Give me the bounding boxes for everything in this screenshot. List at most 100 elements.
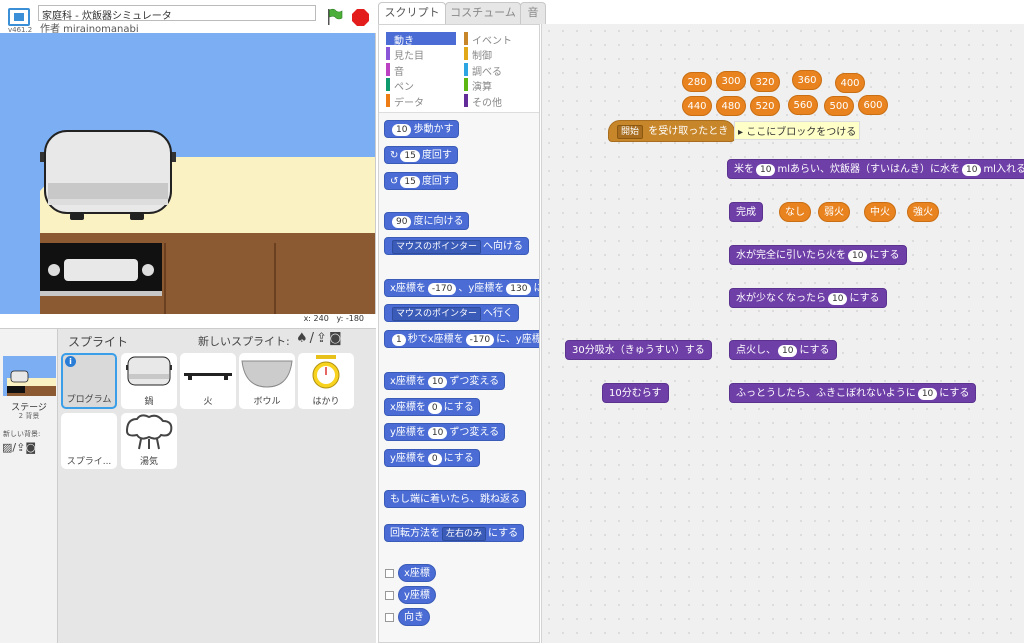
sprite-tile-program[interactable]: i プログラム [61,353,117,409]
bounce-block[interactable]: もし端に着いたら、跳ね返る [384,490,526,508]
number-reporter[interactable]: 360 [792,70,822,90]
fullscreen-icon[interactable] [8,8,30,26]
category-sensing[interactable]: 調べる [464,63,534,78]
sprite-label: プログラム [66,395,112,405]
upload-icon[interactable]: ⇪ [16,441,26,454]
number-reporter[interactable]: 300 [716,71,746,91]
upload-icon[interactable]: ⇪ [316,331,329,346]
sprite-tile-scale[interactable]: はかり [298,353,354,409]
category-events[interactable]: イベント [464,32,534,47]
category-looks[interactable]: 見た目 [386,47,456,62]
info-icon[interactable]: i [65,356,76,367]
bowl-thumbnail [241,360,293,388]
heat-medium-reporter[interactable]: 中火 [864,202,896,222]
sprites-header: スプライト [68,335,129,349]
paint-brush-icon[interactable]: / [309,331,317,346]
sprite-label: はかり [312,397,340,407]
version-label: v461.2 [8,26,33,34]
y-position-checkbox[interactable] [385,591,394,600]
goto-xy-block[interactable]: x座標を-170、y座標を130にす [384,279,539,297]
sprite-tile-pot[interactable]: 鍋 [121,353,177,409]
category-sound[interactable]: 音 [386,63,456,78]
sprite-tile-blank[interactable]: スプライ... [61,413,117,469]
number-reporter[interactable]: 500 [824,96,854,116]
direction-checkbox[interactable] [385,613,394,622]
steam-thumbnail [125,414,173,450]
stage-topbar: v461.2 家庭科 - 炊飯器シミュレータ 作者 mirainomanabi [0,0,376,35]
number-reporter[interactable]: 400 [835,73,865,93]
point-towards-block[interactable]: マウスのポインターへ向ける [384,237,530,255]
category-motion[interactable]: 動き [386,32,456,47]
direction-reporter[interactable]: 向き [398,608,430,626]
steam-block[interactable]: 10分むらす [602,383,669,403]
heat-high-reporter[interactable]: 強火 [907,202,939,222]
rotation-style-block[interactable]: 回転方法を左右のみにする [384,524,525,542]
heat-none-reporter[interactable]: なし [779,202,811,222]
category-data[interactable]: データ [386,94,456,109]
y-position-reporter[interactable]: y座標 [398,586,436,604]
number-reporter[interactable]: 480 [716,96,746,116]
stage-scene [0,33,375,314]
sprite-label: ボウル [253,397,281,407]
category-operators[interactable]: 演算 [464,78,534,93]
mouse-coords: x: 240 y: -180 [0,314,376,326]
tab-scripts[interactable]: スクリプト [378,2,446,24]
burner-thumbnail [184,373,232,380]
heat-low-reporter[interactable]: 弱火 [818,202,850,222]
paint-brush-icon[interactable]: / [12,441,17,454]
tab-costumes[interactable]: コスチューム [445,2,521,24]
author-label: 作者 mirainomanabi [40,24,139,35]
stage-thumbnail[interactable] [3,356,56,396]
project-title-input[interactable]: 家庭科 - 炊飯器シミュレータ [38,5,316,22]
image-icon[interactable]: ▨ [2,441,13,454]
coord-y: y: -180 [336,314,364,323]
green-flag-icon[interactable] [327,8,343,26]
script-area[interactable]: 280 300 320 360 400 440 480 520 560 500 … [541,24,1024,643]
category-control[interactable]: 制御 [464,47,534,62]
number-reporter[interactable]: 320 [750,72,780,92]
sprite-tile-steam[interactable]: 湯気 [121,413,177,469]
stop-icon[interactable] [352,9,369,26]
sprite-library-icon[interactable]: ♠ [296,331,310,346]
new-sprite-label: 新しいスプライト: [198,335,290,348]
camera-icon[interactable]: ◙ [25,441,37,454]
category-more[interactable]: その他 [464,94,534,109]
new-sprite-tools: ♠/⇪◙ [296,331,344,346]
x-position-checkbox[interactable] [385,569,394,578]
x-position-reporter[interactable]: x座標 [398,564,436,582]
number-reporter[interactable]: 560 [788,95,818,115]
number-reporter[interactable]: 600 [858,95,888,115]
when-receive-hat-block[interactable]: 開始 を受け取ったとき [608,120,736,142]
tab-sounds[interactable]: 音 [520,2,546,24]
number-reporter[interactable]: 280 [682,72,712,92]
goto-block[interactable]: マウスのポインターへ行く [384,304,520,322]
rice-cooker-thumbnail [126,356,172,386]
soak-block[interactable]: 30分吸水（きゅうすい）する [565,340,712,360]
sprite-tile-fire[interactable]: 火 [180,353,236,409]
camera-icon[interactable]: ◙ [328,331,344,346]
sprite-tile-bowl[interactable]: ボウル [239,353,295,409]
new-backdrop-tools: ▨/⇪◙ [2,441,36,454]
new-backdrop-label: 新しい背景: [3,430,41,438]
number-reporter[interactable]: 520 [750,96,780,116]
category-pen[interactable]: ペン [386,78,456,93]
stage-column: ステージ 2 背景 新しい背景: ▨/⇪◙ [0,329,58,643]
done-block[interactable]: 完成 [729,202,763,222]
stage-canvas[interactable] [0,33,376,314]
number-reporter[interactable]: 440 [682,96,712,116]
